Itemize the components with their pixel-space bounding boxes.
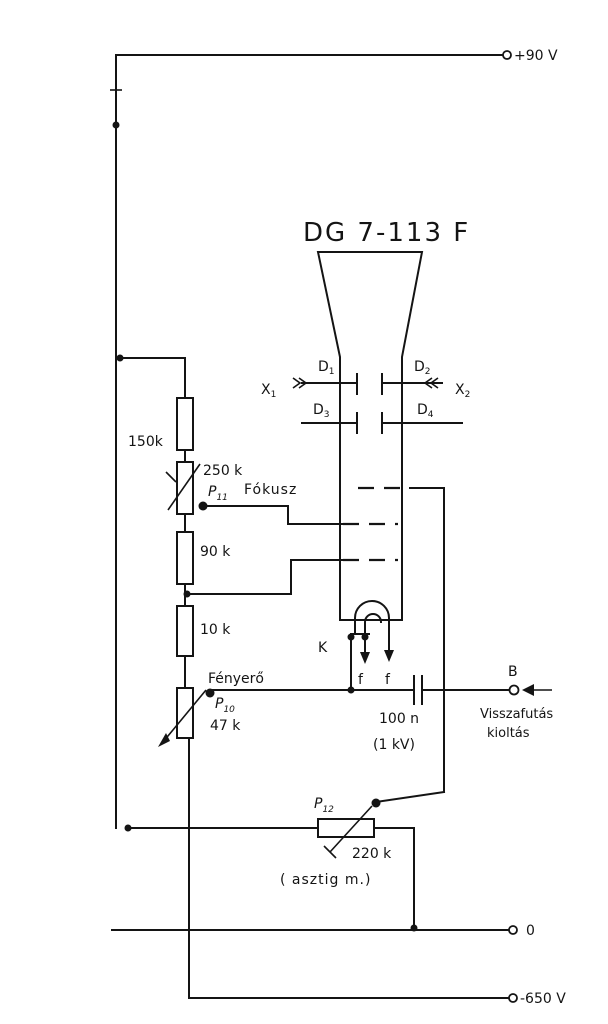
- potentiometer-p11: [176, 461, 194, 515]
- terminal-minus-650v: [508, 993, 518, 1003]
- label-d4: D4: [417, 402, 434, 420]
- label-terminal-b: B: [508, 664, 518, 680]
- junction-cathode: [347, 686, 355, 694]
- resistor-10k: [176, 605, 194, 657]
- label-minus-650v: -650 V: [520, 991, 566, 1007]
- rail-minus-650v: -650 V: [194, 991, 566, 1007]
- crt-tube-outline: [316, 251, 424, 621]
- deflection-plates-x: [301, 373, 443, 395]
- label-p11-value: 250 k: [203, 463, 243, 479]
- label-10k: 10 k: [200, 622, 231, 638]
- blanking-input-arrow-icon: [522, 684, 552, 696]
- cathode-heater: [347, 600, 394, 691]
- label-d1: D1: [318, 359, 335, 377]
- input-x2-arrow-icon: [423, 377, 439, 389]
- input-x1-arrow-icon: [292, 377, 308, 389]
- rail-plus-90v: +90 V: [115, 48, 558, 64]
- label-cap-voltage: (1 kV): [373, 737, 415, 753]
- potentiometer-p10: [176, 687, 194, 739]
- tube-type-label: DG 7-113 F: [303, 218, 470, 248]
- p10-arrow-icon: [158, 733, 170, 747]
- label-d2: D2: [414, 359, 431, 377]
- terminal-blanking-b: [508, 684, 520, 696]
- rail-zero: 0: [111, 923, 535, 939]
- label-filament-f1: f: [358, 672, 364, 688]
- label-90k: 90 k: [200, 544, 231, 560]
- capacitor-100n: [413, 675, 509, 705]
- label-cap-value: 100 n: [379, 711, 419, 727]
- terminal-plus-90v: [502, 50, 512, 60]
- wiper-p12: [371, 798, 381, 808]
- terminal-zero: [508, 925, 518, 935]
- label-p10-value: 47 k: [210, 718, 241, 734]
- label-p12-name: P12: [314, 796, 334, 815]
- label-p10-name: P10: [215, 696, 235, 715]
- label-p12-value: 220 k: [352, 846, 392, 862]
- resistor-90k: [176, 531, 194, 585]
- label-cathode-k: K: [318, 640, 328, 656]
- label-150k: 150k: [128, 434, 164, 450]
- label-zero: 0: [526, 923, 535, 939]
- junction-left-top: [112, 121, 120, 129]
- label-filament-f2: f: [385, 672, 391, 688]
- label-x1: X1: [261, 382, 276, 400]
- label-focus: Fókusz: [244, 482, 297, 498]
- label-blanking-caption: Visszafutás kioltás: [480, 707, 557, 741]
- resistor-150k: [176, 397, 194, 451]
- label-brightness: Fényerő: [208, 671, 264, 687]
- label-d3: D3: [313, 402, 330, 420]
- label-astigmatism: ( asztig m.): [280, 872, 371, 888]
- label-p11-name: P11: [208, 484, 228, 503]
- junction-p12-zero: [410, 924, 418, 932]
- deflection-plates-y: [301, 412, 463, 434]
- label-plus-90v: +90 V: [514, 48, 558, 64]
- label-x2: X2: [455, 382, 470, 400]
